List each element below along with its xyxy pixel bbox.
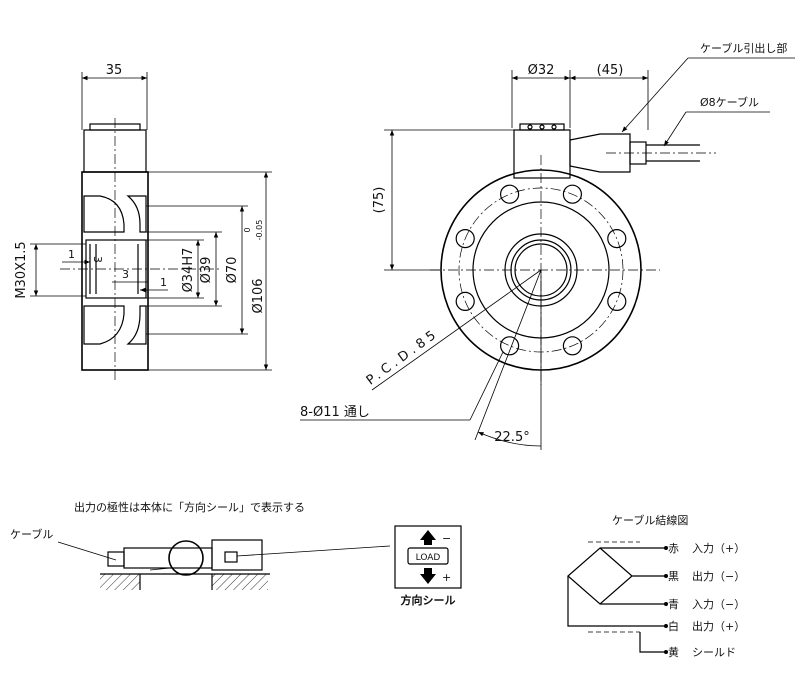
dim-106: Ø106 (251, 278, 266, 313)
dim-bore-34: Ø34H7 (181, 248, 196, 293)
label-cable-exit: ケーブル引出し部 (700, 41, 787, 55)
wire-signal: 入力（+） (692, 542, 745, 555)
dim-thread: M30X1.5 (14, 241, 29, 298)
dim-width-35: 35 (106, 63, 123, 78)
seal-arrow-down-icon (420, 574, 436, 584)
bolt-holes (455, 184, 627, 356)
side-section-view: 35 M30X1.5 1 3 3 1 (14, 63, 272, 380)
wiring-row: 赤 入力（+） (668, 542, 745, 555)
wire-color: 赤 (668, 542, 679, 555)
wire-color: 青 (668, 598, 679, 611)
dim-70: Ø70 (225, 257, 240, 284)
seal-plus: + (442, 571, 451, 584)
tol-lower: -0.05 (255, 220, 264, 241)
wiring-row: 黒 出力（−） (668, 569, 745, 583)
wire-signal: シールド (692, 646, 736, 659)
wire-signal: 出力（−） (692, 569, 745, 583)
wiring-row: 青 入力（−） (668, 598, 745, 611)
seal-load: LOAD (416, 553, 441, 563)
wire-color: 黒 (668, 570, 679, 583)
wire-color: 黄 (668, 645, 679, 659)
label-holes: 8-Ø11 通し (300, 405, 370, 420)
seal-caption: 方向シール (401, 593, 456, 607)
dim-32: Ø32 (528, 63, 555, 78)
wire-signal: 出力（+） (692, 619, 745, 633)
tol-upper: 0 (243, 227, 252, 232)
dim-1-left: 1 (68, 248, 75, 261)
wiring-diagram: ケーブル結線図 赤 入力（+） 黒 出力（−） 青 入力（−） 白 出力（+） (567, 513, 745, 659)
label-pcd: P.C.D.85 (364, 326, 442, 389)
label-cable-8: Ø8ケーブル (700, 95, 759, 109)
dim-39: Ø39 (199, 257, 214, 284)
dim-75: (75) (372, 187, 387, 214)
polarity-cable-label: ケーブル (10, 527, 53, 541)
dim-3-right: 3 (122, 268, 129, 281)
polarity-section: 出力の極性は本体に「方向シール」で表示する ケーブル LOAD − + 方向シー… (10, 500, 462, 607)
wiring-row: 黄 シールド (668, 645, 736, 659)
front-view: Ø32 (45) (75) ケーブル引出し部 Ø8ケーブル (300, 41, 795, 450)
wiring-title: ケーブル結線図 (612, 513, 688, 527)
wiring-row: 白 出力（+） (668, 619, 745, 633)
polarity-note: 出力の極性は本体に「方向シール」で表示する (74, 500, 305, 514)
wire-color: 白 (668, 619, 679, 633)
dim-1-right: 1 (160, 276, 167, 289)
wire-signal: 入力（−） (692, 598, 745, 611)
dim-45: (45) (597, 63, 624, 78)
seal-minus: − (442, 532, 451, 545)
seal-arrow-up-icon (420, 530, 436, 540)
dim-3-left: 3 (91, 256, 104, 263)
label-angle: 22.5° (494, 430, 529, 445)
